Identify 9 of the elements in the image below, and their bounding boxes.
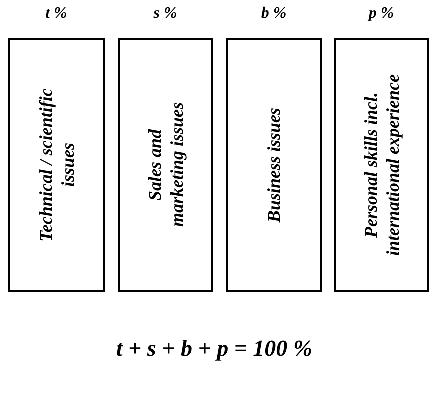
column-heading: p % [368, 4, 394, 24]
category-label: Technical / scientific issues [34, 87, 78, 244]
category-label: Sales and marketing issues [144, 102, 188, 230]
column-heading: b % [261, 4, 287, 24]
column-heading: t % [46, 4, 68, 24]
column-heading: s % [154, 4, 178, 24]
sum-formula: t + s + b + p = 100 % [116, 336, 313, 362]
category-label: Personal skills incl. international experience [360, 73, 404, 258]
category-label: Business issues [263, 108, 285, 222]
